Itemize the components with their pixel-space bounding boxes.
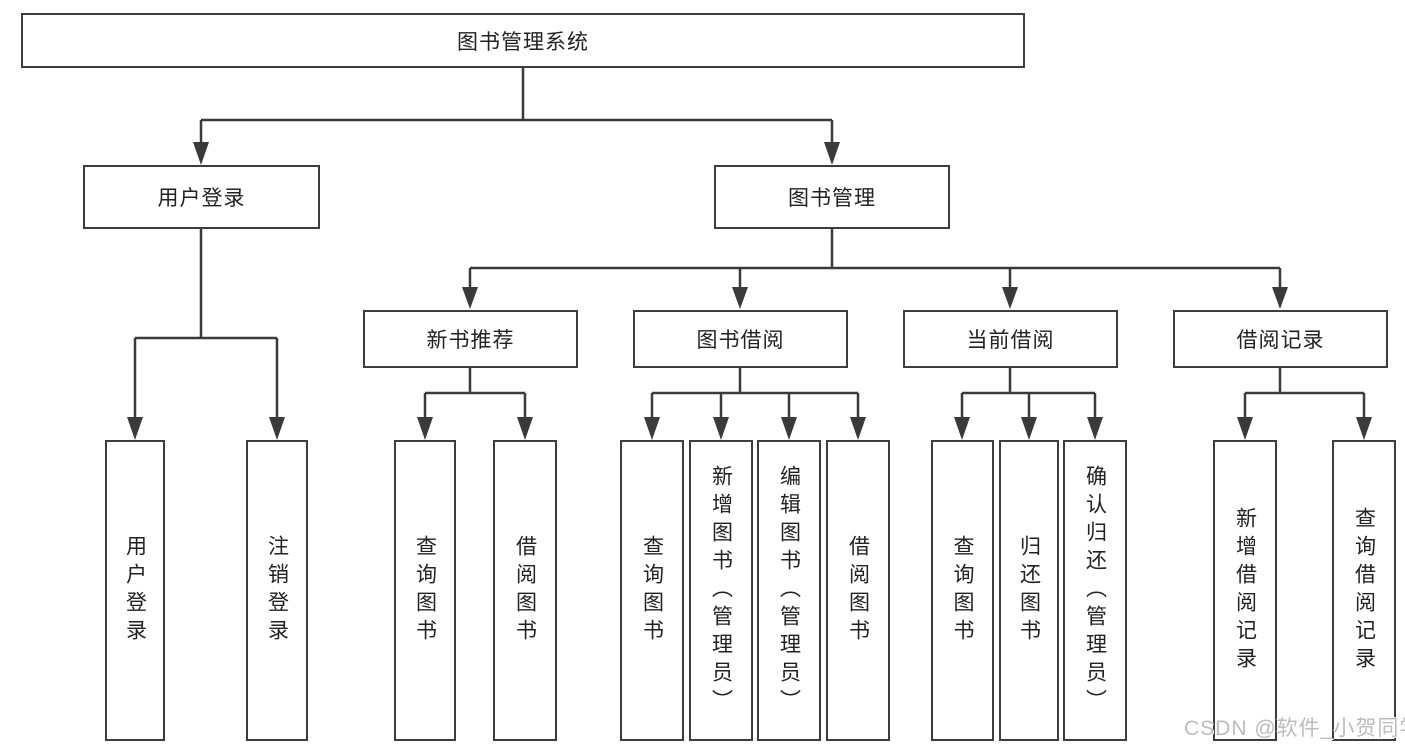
node-label: 新增借阅记录 bbox=[1233, 506, 1257, 675]
node-label: 编辑图书（管理员） bbox=[777, 464, 801, 717]
node-current-borrowing: 当前借阅 bbox=[903, 310, 1118, 368]
node-label: 查询借阅记录 bbox=[1352, 506, 1376, 675]
node-label: 归还图书 bbox=[1017, 534, 1041, 647]
node-label: 图书管理 bbox=[788, 187, 876, 210]
node-label: 确认归还（管理员） bbox=[1083, 464, 1107, 717]
leaf-add-borrow-record: 新增借阅记录 bbox=[1213, 440, 1277, 741]
leaf-query-books-current: 查询图书 bbox=[931, 440, 994, 741]
node-label: 图书管理系统 bbox=[457, 30, 589, 54]
leaf-edit-books-admin: 编辑图书（管理员） bbox=[757, 440, 821, 741]
node-book-borrowing: 图书借阅 bbox=[633, 310, 848, 368]
node-label: 查询图书 bbox=[951, 534, 974, 647]
node-label: 图书借阅 bbox=[696, 329, 785, 352]
node-label: 查询图书 bbox=[640, 534, 664, 647]
node-label: 当前借阅 bbox=[966, 329, 1055, 352]
leaf-query-books-borrowing: 查询图书 bbox=[620, 440, 684, 741]
node-label: 用户登录 bbox=[123, 534, 147, 647]
leaf-borrow-books-borrowing: 借阅图书 bbox=[826, 440, 890, 741]
node-label: 借阅图书 bbox=[513, 534, 537, 647]
node-label: 新增图书（管理员） bbox=[709, 464, 733, 717]
node-label: 借阅记录 bbox=[1236, 329, 1325, 352]
node-label: 注销登录 bbox=[265, 534, 289, 647]
leaf-confirm-return-admin: 确认归还（管理员） bbox=[1063, 440, 1127, 741]
leaf-query-borrow-record: 查询借阅记录 bbox=[1332, 440, 1396, 741]
leaf-borrow-books-newrec: 借阅图书 bbox=[493, 440, 557, 741]
csdn-watermark: CSDN @软件_小贺同学 bbox=[1184, 717, 1405, 740]
node-label: 借阅图书 bbox=[846, 534, 870, 647]
leaf-return-books: 归还图书 bbox=[999, 440, 1059, 741]
leaf-logout-login: 注销登录 bbox=[246, 440, 308, 741]
leaf-query-books-newrec: 查询图书 bbox=[394, 440, 456, 741]
node-book-management: 图书管理 bbox=[714, 165, 950, 229]
leaf-add-books-admin: 新增图书（管理员） bbox=[689, 440, 753, 741]
leaf-user-login: 用户登录 bbox=[105, 440, 165, 741]
node-label: 用户登录 bbox=[157, 187, 246, 210]
node-user-login: 用户登录 bbox=[83, 165, 320, 229]
node-label: 新书推荐 bbox=[426, 329, 515, 352]
node-library-management-system: 图书管理系统 bbox=[21, 13, 1025, 68]
node-label: 查询图书 bbox=[413, 534, 437, 647]
node-borrowing-records: 借阅记录 bbox=[1173, 310, 1388, 368]
node-new-book-recommendation: 新书推荐 bbox=[363, 310, 578, 368]
